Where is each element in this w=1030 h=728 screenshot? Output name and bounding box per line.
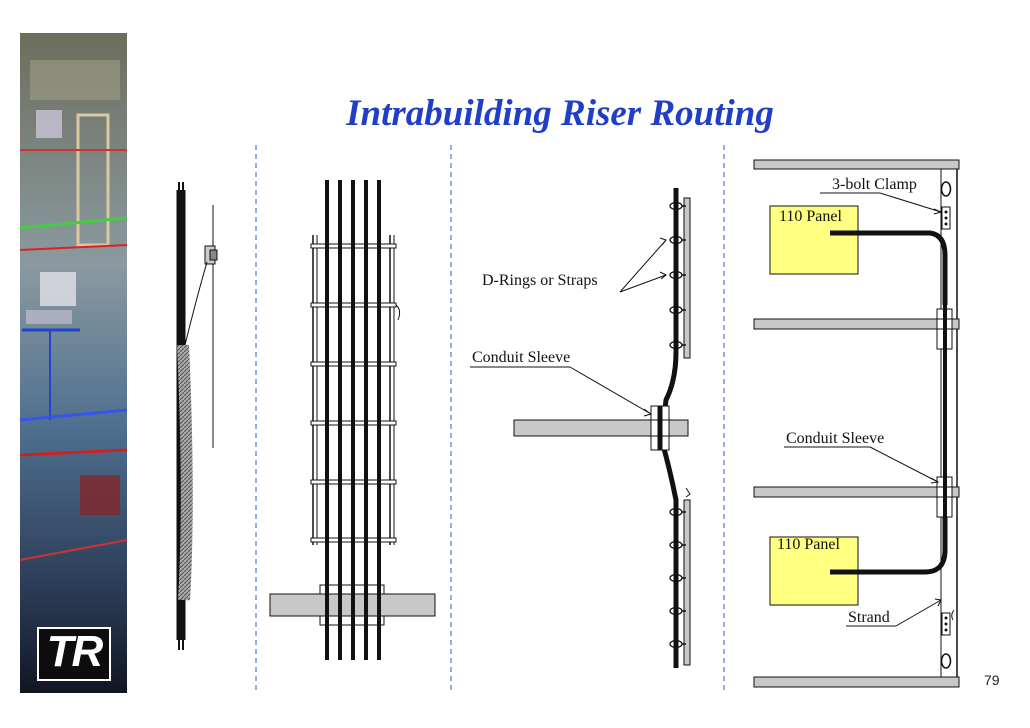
cable-ladder-riser [269,180,436,660]
page-number: 79 [984,672,1000,688]
slide-title: Intrabuilding Riser Routing [346,93,774,134]
single-cable-riser [176,182,218,650]
panel-floor-riser [753,159,960,688]
tr-logo: TR [46,627,104,676]
label-conduit-sleeve-right: Conduit Sleeve [786,430,885,447]
label-conduit-sleeve-center: Conduit Sleeve [472,349,571,366]
side-banner-image [19,33,128,693]
label-strand: Strand [848,609,890,626]
label-three-bolt-clamp: 3-bolt Clamp [832,176,917,193]
label-110-panel-top: 110 Panel [779,208,842,225]
label-d-rings: D-Rings or Straps [482,272,598,289]
d-ring-riser [470,188,691,668]
label-110-panel-bottom: 110 Panel [777,536,840,553]
panel-dividers [255,145,725,690]
